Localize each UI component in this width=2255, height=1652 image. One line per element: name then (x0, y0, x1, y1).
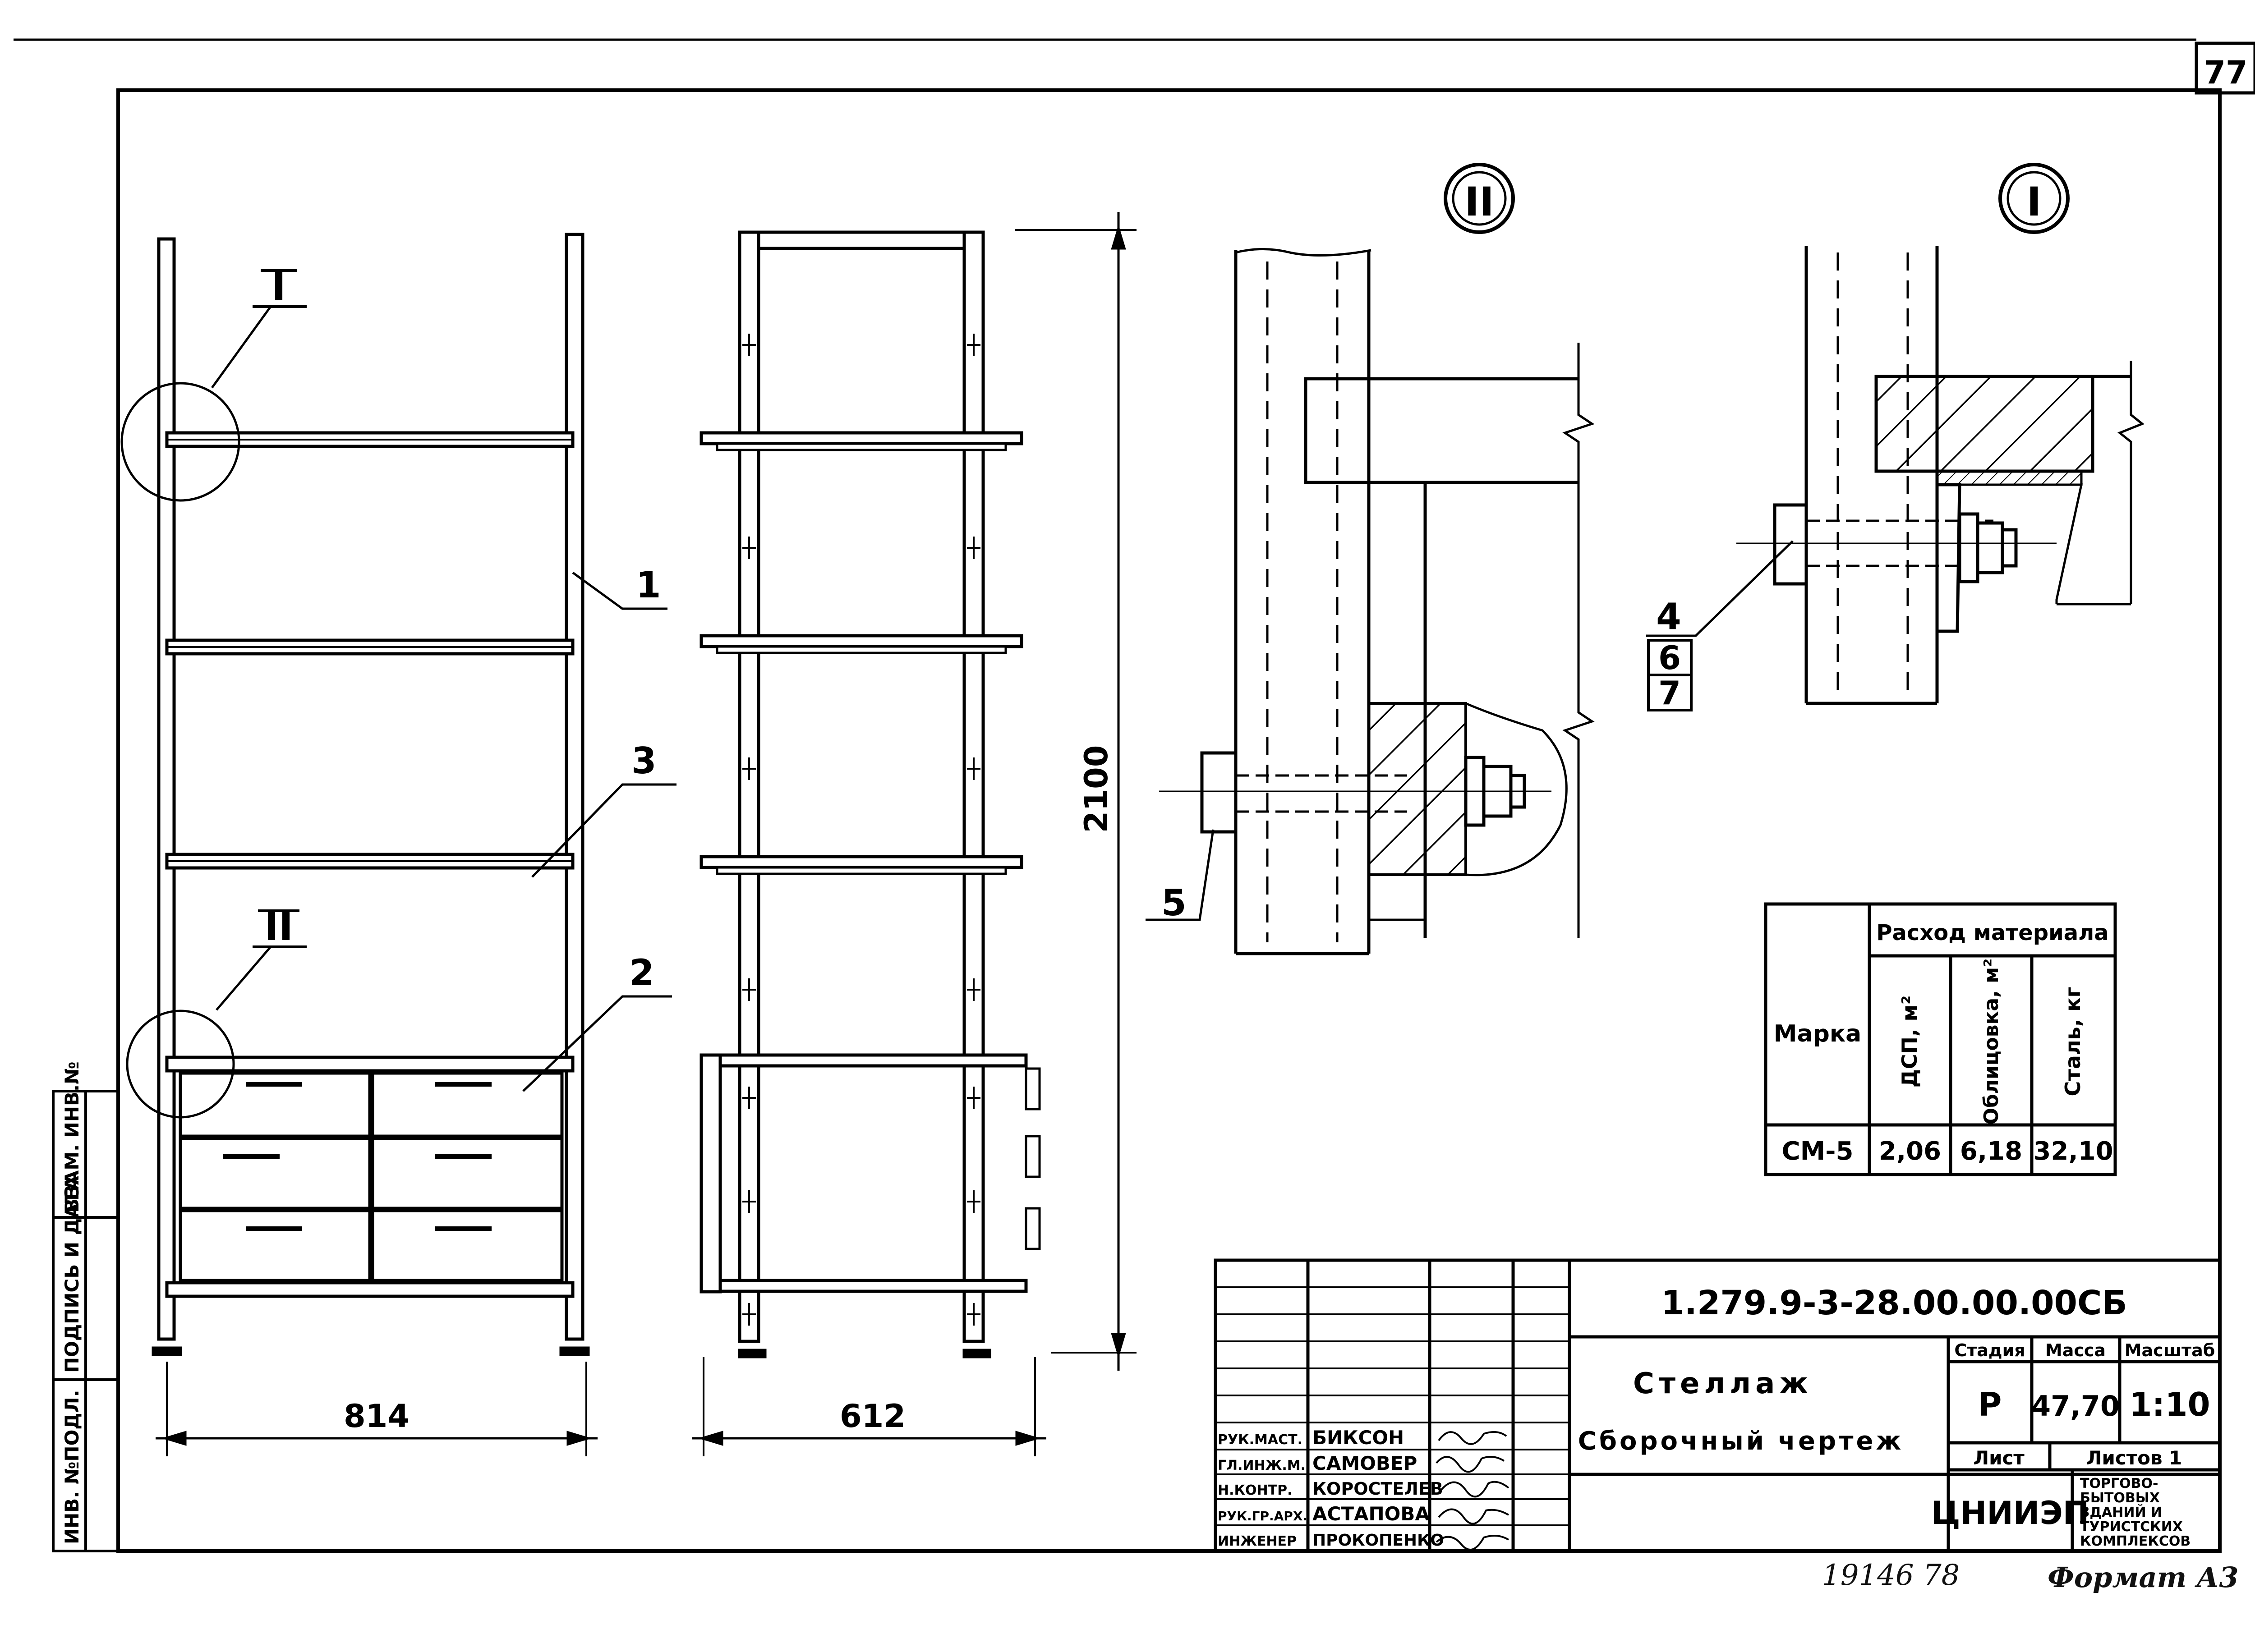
front-view-labels: I II 1 3 2 814 (258, 264, 661, 1435)
callout-1: 1 (636, 564, 661, 606)
staff-role-0: РУК.МАСТ. (1218, 1432, 1302, 1448)
material-table: Расход материала Марка ДСП, м² Облицовка… (1764, 902, 2117, 1176)
org-desc-4: ТУРИСТСКИХ (2080, 1519, 2183, 1535)
table-row-dsp: 2,06 (1879, 1137, 1941, 1166)
detail-I (1646, 163, 2145, 711)
listov-label: Листов 1 (2086, 1447, 2182, 1469)
doc-code: 1.279.9-3-28.00.00.00СБ (1661, 1284, 2127, 1322)
page-number-box: 77 (2195, 41, 2255, 95)
massa-value: 47,70 (2031, 1390, 2120, 1423)
massa-label: Масса (2045, 1340, 2106, 1360)
side-stamp-inv-podl: ИНВ. №ПОДЛ. (61, 1390, 83, 1544)
masshtab-label: Масштаб (2125, 1340, 2215, 1360)
stadiya-value: Р (1978, 1386, 2002, 1423)
title-line-2: Сборочный чертеж (1578, 1427, 1904, 1456)
table-header-group: Расход материала (1876, 920, 2108, 945)
org-desc-2: БЫТОВЫХ (2080, 1490, 2160, 1506)
staff-name-2: КОРОСТЕЛЕВ (1312, 1479, 1443, 1499)
staff-role-3: РУК.ГР.АРХ. (1218, 1509, 1307, 1524)
staff-name-4: ПРОКОПЕНКО (1312, 1531, 1444, 1550)
callout-5: 5 (1161, 882, 1187, 924)
table-col-dsp: ДСП, м² (1897, 996, 1922, 1088)
side-view (692, 212, 1137, 1456)
title-block: 1.279.9-3-28.00.00.00СБ Стеллаж Сборочны… (1214, 1258, 2222, 1553)
archive-number: 19146 78 (1822, 1559, 1960, 1592)
table-row-oblits: 6,18 (1960, 1137, 2022, 1166)
table-col-stal: Сталь, кг (2061, 987, 2085, 1097)
staff-name-0: БИКСОН (1312, 1427, 1404, 1449)
stadiya-label: Стадия (1954, 1340, 2025, 1360)
dim-width: 814 (344, 1398, 410, 1435)
callout-7: 7 (1658, 674, 1681, 712)
title-line-1: Стеллаж (1633, 1367, 1813, 1400)
table-col-oblits: Облицовка, м² (1980, 959, 2003, 1125)
side-stamp-podpis: ПОДПИСЬ И ДАТА (61, 1176, 83, 1373)
org-desc-5: КОМПЛЕКСОВ (2080, 1533, 2191, 1549)
front-view (120, 233, 676, 1456)
staff-name-1: САМОВЕР (1312, 1452, 1417, 1474)
callout-2: 2 (629, 952, 654, 994)
side-stamp-vzam: ВЗАМ. ИНВ.№ (61, 1061, 83, 1213)
org-desc-3: ЗДАНИЙ И (2080, 1504, 2162, 1520)
detail-I-title: I (2027, 179, 2042, 225)
staff-role-4: ИНЖЕНЕР (1218, 1533, 1297, 1549)
callout-4: 4 (1656, 596, 1681, 638)
table-header-marka: Марка (1774, 1020, 1861, 1047)
callout-6: 6 (1658, 639, 1681, 677)
masshtab-value: 1:10 (2129, 1386, 2210, 1423)
detail-II-title: II (1464, 179, 1494, 225)
format-label: Формат А3 (2048, 1561, 2238, 1594)
detail-II (1146, 163, 1595, 955)
list-label: Лист (1973, 1447, 2025, 1469)
org-name: ЦНИИЭП (1931, 1495, 2089, 1532)
callout-3: 3 (631, 740, 657, 782)
staff-role-2: Н.КОНТР. (1218, 1482, 1292, 1498)
side-stamp: ИНВ. №ПОДЛ. ПОДПИСЬ И ДАТА ВЗАМ. ИНВ.№ (52, 1061, 120, 1552)
staff-name-3: АСТАПОВА (1312, 1503, 1430, 1525)
drawing-frame (116, 88, 2222, 1553)
page-number: 77 (2204, 54, 2247, 91)
dim-height: 2100 (1078, 745, 1115, 833)
table-row-stal: 32,10 (2033, 1137, 2113, 1166)
signatures (1436, 1431, 1509, 1551)
org-desc-1: ТОРГОВО- (2080, 1476, 2158, 1491)
dim-depth: 612 (840, 1398, 906, 1435)
staff-role-1: ГЛ.ИНЖ.М. (1218, 1458, 1306, 1473)
table-row-marka: СМ-5 (1781, 1137, 1853, 1166)
side-view-labels: 612 2100 (840, 745, 1115, 1435)
